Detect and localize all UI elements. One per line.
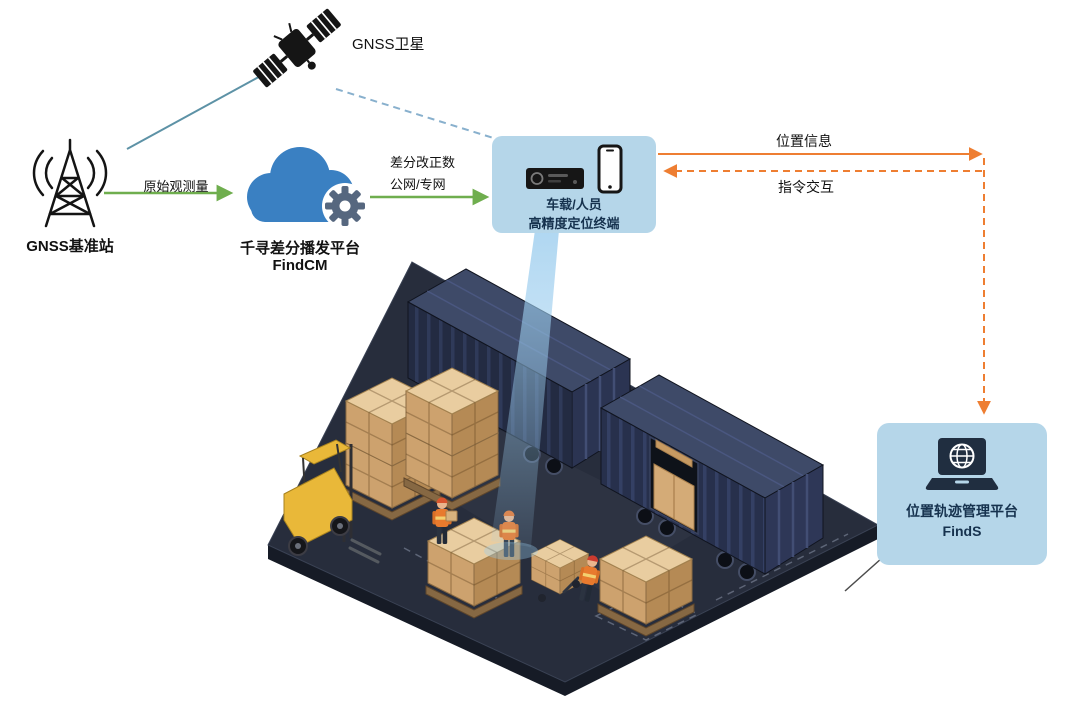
smartphone-icon — [597, 144, 623, 194]
satellite-base-link-line — [126, 72, 267, 150]
receiver-icon — [526, 168, 584, 189]
cloud-gear-icon — [247, 147, 368, 229]
track-platform-subtitle: FindS — [942, 523, 982, 540]
correction-label-line2: 公网/专网 — [390, 177, 446, 192]
satellite-terminal-link-line — [335, 88, 504, 142]
worker — [432, 497, 458, 544]
radio-tower-icon — [32, 138, 108, 228]
cloud-platform-subtitle: FindCM — [272, 257, 328, 274]
satellite-icon — [253, 8, 341, 88]
command-interaction-label: 指令交互 — [778, 179, 834, 195]
shipping-container-open — [599, 374, 825, 581]
position-info-label: 位置信息 — [776, 133, 832, 149]
container-cargo-boxes — [649, 435, 699, 536]
positioning-beam — [484, 230, 559, 560]
laptop-globe-icon — [925, 438, 999, 490]
warehouse-scene — [267, 230, 883, 696]
terminal-label-line2: 高精度定位终端 — [528, 215, 620, 231]
scene-to-platform-connector — [844, 557, 883, 592]
correction-label-line1: 差分改正数 — [390, 155, 456, 170]
raw-observation-label: 原始观测量 — [143, 179, 209, 194]
worker — [574, 554, 603, 603]
gear-icon — [325, 186, 365, 226]
base-station-label: GNSS基准站 — [26, 238, 114, 255]
platform-side — [268, 525, 878, 696]
satellite-label: GNSS卫星 — [352, 36, 425, 53]
track-platform-card: 位置轨迹管理平台 FindS — [877, 423, 1047, 565]
cloud-platform-title: 千寻差分播发平台 — [239, 240, 360, 257]
track-platform-title: 位置轨迹管理平台 — [906, 503, 1018, 519]
terminal-card: 车载/人员 高精度定位终端 — [492, 136, 656, 233]
terminal-devices — [525, 144, 623, 194]
pallet-jack — [531, 539, 589, 602]
terminal-label-line1: 车载/人员 — [546, 197, 602, 212]
crate-stack — [403, 367, 501, 511]
forklift-icon — [283, 439, 382, 564]
